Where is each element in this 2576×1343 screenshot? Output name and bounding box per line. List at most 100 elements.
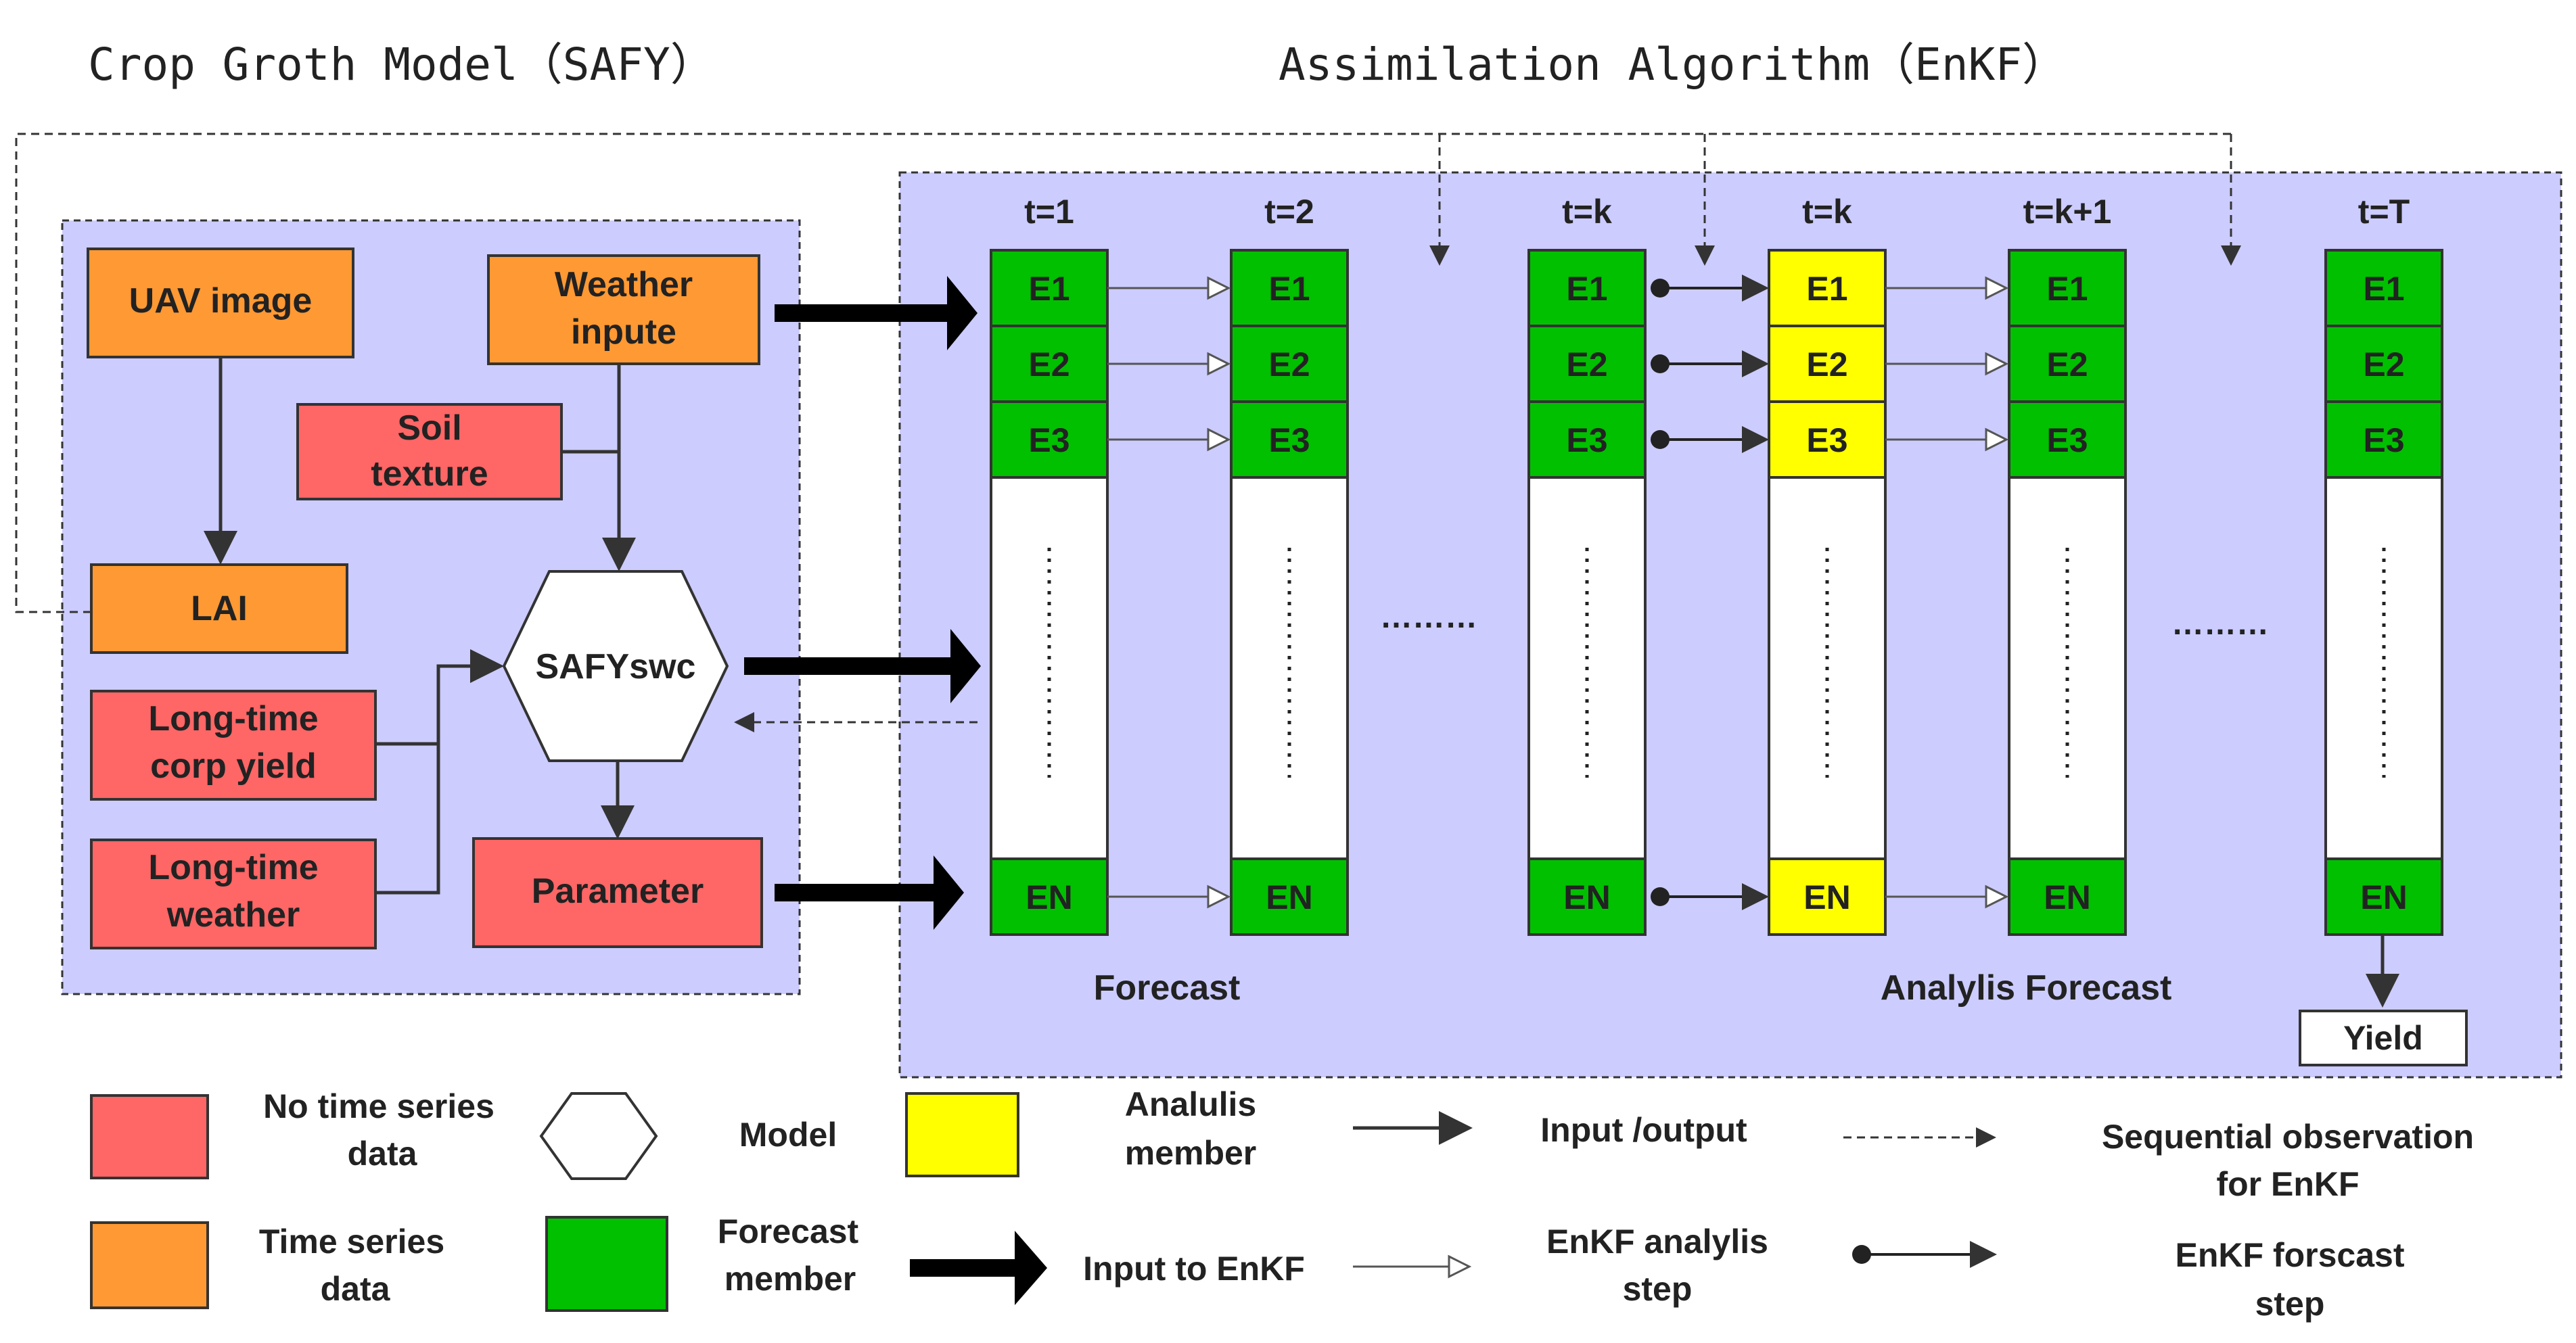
safy-model-hexagon: SAFYswc [502,570,729,762]
long-time-weather-label-1: Long-time [148,848,318,887]
member-label: EN [1803,878,1850,916]
member-cell [2008,400,2127,479]
legend-no-time-series-label-2: data [348,1135,418,1173]
member-label: E2 [1028,346,1070,383]
big-arrow-weather [775,276,978,350]
column-time-label: t=k [1802,193,1852,231]
member-cell [1768,400,1887,479]
right-title: Assimilation Algorithm（EnKF） [1279,39,2067,91]
legend-sequential-obs-label-1: Sequential observation [2102,1118,2474,1156]
member-label: E1 [2363,270,2404,308]
legend-forecast-member-label-1: Forecast [718,1212,859,1250]
member-label: E2 [2046,346,2088,383]
column-time-label: t=T [2358,193,2410,231]
member-label: E3 [1566,421,1607,459]
column-time-label: t=2 [1264,193,1314,231]
weather-input-box: Weather inpute [487,254,760,365]
member-label: E1 [1806,270,1847,308]
member-cell [1230,249,1349,327]
ellipsis-2: ……… [2171,606,2269,642]
legend-sequential-obs-label-2: for EnKF [2216,1165,2359,1203]
input-to-enkf-arrows [744,276,981,930]
member-label: EN [1563,878,1610,916]
soil-texture-box: Soil texture [296,403,563,500]
member-label: EN [2360,878,2407,916]
member-label: EN [1266,878,1312,916]
long-time-weather-box: Long-time weather [90,839,377,949]
long-time-yield-label-1: Long-time [148,699,318,738]
member-label: E3 [1806,421,1847,459]
member-cell [1230,325,1349,403]
legend-no-time-series-label-1: No time series [263,1087,495,1125]
legend-forecast-member-label-2: member [724,1260,856,1298]
member-label: E1 [1028,270,1070,308]
legend-time-series-label-1: Time series [259,1223,444,1260]
legend-analysis-member-swatch [905,1092,1019,1177]
member-label: E1 [1268,270,1310,308]
forecast-phase-label: Forecast [1094,968,1241,1008]
weather-input-label-1: Weather [555,265,693,304]
legend-enkf-forecast-label-1: EnKF forscast [2176,1236,2405,1274]
uav-image-box: UAV image [87,248,354,358]
legend-enkf-analysis-label-2: step [1623,1270,1693,1308]
soil-texture-label-2: texture [371,454,488,494]
big-arrow-safy [744,629,981,703]
member-cell [2324,400,2443,479]
member-label: E2 [1268,346,1310,383]
member-label: E2 [2363,346,2404,383]
member-label: E3 [2363,421,2404,459]
long-time-yield-label-2: corp yield [150,747,317,786]
legend-time-series-label-2: data [321,1270,391,1308]
member-cell [990,400,1109,479]
member-cell [1768,249,1887,327]
member-cell [990,325,1109,403]
member-label: EN [2044,878,2090,916]
member-label: E2 [1806,346,1847,383]
long-time-weather-label-2: weather [166,895,300,935]
legend-forecast-member-swatch [545,1216,668,1312]
model-arrows [204,357,636,895]
lai-label: LAI [191,589,248,628]
soil-texture-label-1: Soil [397,408,461,448]
weather-input-label-2: inpute [571,312,676,352]
legend-analysis-member-label-2: member [1125,1134,1257,1172]
column-time-label: t=1 [1024,193,1074,231]
ellipsis-1: ……… [1380,599,1477,635]
legend-model-hexagon [539,1092,658,1180]
member-cell [1768,857,1887,936]
parameter-box: Parameter [472,837,763,948]
lai-box: LAI [90,563,348,654]
member-label: E2 [1566,346,1607,383]
member-cell [2324,325,2443,403]
member-cell [1527,857,1647,936]
member-label: E3 [1268,421,1310,459]
legend-enkf-forecast-label-2: step [2255,1285,2325,1323]
long-time-yield-box: Long-time corp yield [90,690,377,801]
legend-no-time-series-swatch [90,1094,209,1179]
analysis-forecast-phase-label: Analylis Forecast [1881,968,2172,1008]
assimilation-panel [898,171,2562,1079]
legend-analysis-member-label-1: Analulis [1125,1085,1256,1123]
uav-image-label: UAV image [129,281,313,321]
big-arrow-parameter [775,855,964,930]
left-title: Crop Groth Model（SAFY） [88,39,715,91]
yield-box: Yield [2299,1010,2468,1066]
member-cell [2008,857,2127,936]
member-label: E3 [2046,421,2088,459]
legend-time-series-swatch [90,1221,209,1309]
yield-label: Yield [2343,1019,2423,1057]
member-cell [990,857,1109,936]
member-cell [1230,400,1349,479]
legend-input-to-enkf-label: Input to EnKF [1083,1250,1305,1288]
member-label: E3 [1028,421,1070,459]
ensemble-columns: t=1E1E2E3ENt=2E1E2E3ENt=kE1E2E3ENt=kE1E2… [990,193,2443,936]
observation-loop [15,133,2241,613]
member-cell [1527,400,1647,479]
member-cell [2008,325,2127,403]
